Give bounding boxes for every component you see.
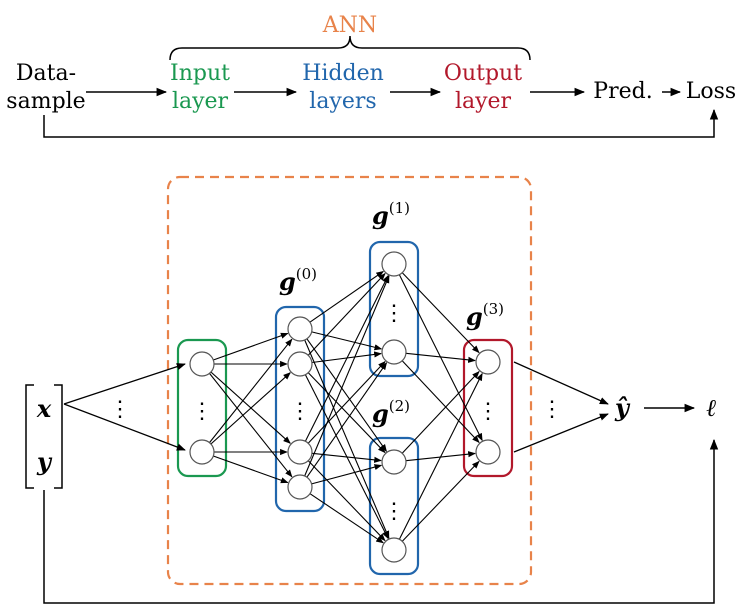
h0-neuron-3 — [287, 474, 313, 500]
h0-to-h1-edge-2-1 — [307, 360, 386, 444]
g3-label: g(3) — [466, 300, 504, 331]
h1-to-output-edge-1-1 — [401, 360, 480, 444]
h2-neuron-0 — [381, 449, 407, 475]
g2-symbol: g — [372, 399, 389, 428]
g0-superscript: (0) — [296, 265, 317, 283]
h0-to-h2-edge-0-0 — [306, 338, 387, 453]
output-neuron-0 — [475, 349, 501, 375]
hidden-2-dots: ⋮ — [383, 499, 405, 524]
input-to-h0-edge-1-0 — [209, 338, 293, 443]
input-to-h0-edge-1-3 — [213, 455, 289, 484]
g1-superscript: (1) — [389, 199, 410, 217]
h2-to-output-edge-1-1 — [401, 460, 480, 542]
input-to-h0-edge-1-1 — [210, 372, 291, 445]
x-symbol: x — [36, 394, 52, 423]
h2-neuron-1 — [381, 537, 407, 563]
input-vector-bracket-right — [54, 384, 63, 489]
g1-label: g(1) — [372, 199, 410, 230]
connection-group — [209, 270, 483, 544]
h0-to-h1-edge-0-0 — [309, 270, 384, 323]
input-layer-label-line2: layer — [172, 89, 229, 114]
node-group — [189, 251, 501, 563]
h0-to-h1-edge-3-0 — [304, 275, 390, 477]
h2-to-output-edge-0-0 — [401, 370, 480, 454]
output-layer-label-line2: layer — [455, 89, 512, 114]
input-layer-box — [176, 338, 228, 478]
yhat-symbol: ŷ — [614, 393, 631, 422]
h0-to-h1-edge-0-1 — [311, 331, 383, 351]
h1-neuron-0 — [381, 251, 407, 277]
data-sample-label-line2: sample — [6, 89, 85, 114]
input-neuron-0 — [189, 351, 215, 377]
hidden-layer-0-box — [274, 305, 326, 513]
output-layer-dots: ⋮ — [477, 399, 499, 424]
h1-to-output-edge-0-0 — [401, 272, 480, 354]
output-edge-dots: ⋮ — [541, 397, 563, 422]
h0-to-h2-edge-2-0 — [311, 452, 382, 463]
input-to-h0-edge-0-3 — [209, 373, 293, 478]
h0-to-h2-edge-3-1 — [309, 493, 384, 544]
h0-neuron-0 — [287, 316, 313, 342]
output-bottom-to-yhat-arrow — [513, 413, 609, 453]
y-symbol: y — [36, 447, 53, 476]
output-layer-box — [462, 338, 514, 478]
pred-label: Pred. — [593, 79, 652, 104]
g2-label: g(2) — [372, 397, 410, 428]
x-to-input-top-arrow — [63, 363, 186, 405]
h0-to-h2-edge-1-0 — [307, 372, 386, 454]
output-layer-label-line1: Output — [444, 61, 522, 86]
g0-label: g(0) — [279, 265, 317, 296]
data-sample-label-line1: Data- — [16, 61, 76, 86]
input-neuron-1 — [189, 439, 215, 465]
x-to-input-bottom-arrow — [63, 403, 186, 451]
input-edge-dots: ⋮ — [109, 397, 131, 422]
output-top-to-yhat-arrow — [513, 361, 609, 405]
h0-to-h1-edge-1-0 — [307, 272, 386, 356]
output-neuron-1 — [475, 439, 501, 465]
h0-neuron-2 — [287, 439, 313, 465]
h1-to-output-edge-0-1 — [398, 274, 483, 442]
loss-label: Loss — [686, 79, 736, 104]
y-to-loss-feedback-arrow — [43, 438, 719, 604]
loss-symbol: ℓ — [706, 394, 716, 422]
g2-superscript: (2) — [389, 397, 410, 415]
ann-boundary — [166, 175, 533, 586]
ann-label: ANN — [322, 13, 377, 38]
h0-to-h2-edge-0-1 — [304, 339, 390, 539]
h0-to-h2-edge-3-0 — [311, 464, 383, 485]
h1-neuron-1 — [381, 339, 407, 365]
input-vector-bracket-left — [25, 384, 34, 489]
hidden-layer-2-box — [368, 436, 420, 576]
hidden-1-dots: ⋮ — [383, 301, 405, 326]
input-to-h0-edge-0-0 — [213, 332, 289, 361]
g3-superscript: (3) — [483, 300, 504, 318]
h1-to-output-edge-1-0 — [405, 352, 476, 363]
g3-symbol: g — [466, 302, 483, 331]
ann-brace — [169, 35, 531, 61]
g0-symbol: g — [279, 267, 296, 296]
h0-to-h2-edge-2-1 — [307, 460, 386, 542]
hidden-layers-label-line2: layers — [309, 89, 376, 114]
h0-to-h1-edge-2-0 — [304, 274, 389, 442]
input-layer-label-line1: Input — [170, 61, 230, 86]
g1-symbol: g — [372, 201, 389, 230]
hidden-0-dots: ⋮ — [289, 399, 311, 424]
h2-to-output-edge-1-0 — [398, 372, 483, 540]
h0-neuron-1 — [287, 351, 313, 377]
h0-to-h1-edge-3-1 — [306, 362, 388, 478]
hidden-layer-1-box — [368, 240, 420, 378]
flow-arrow-data-to-loss — [43, 108, 719, 138]
input-layer-dots: ⋮ — [191, 399, 213, 424]
hidden-layers-label-line1: Hidden — [302, 61, 384, 86]
